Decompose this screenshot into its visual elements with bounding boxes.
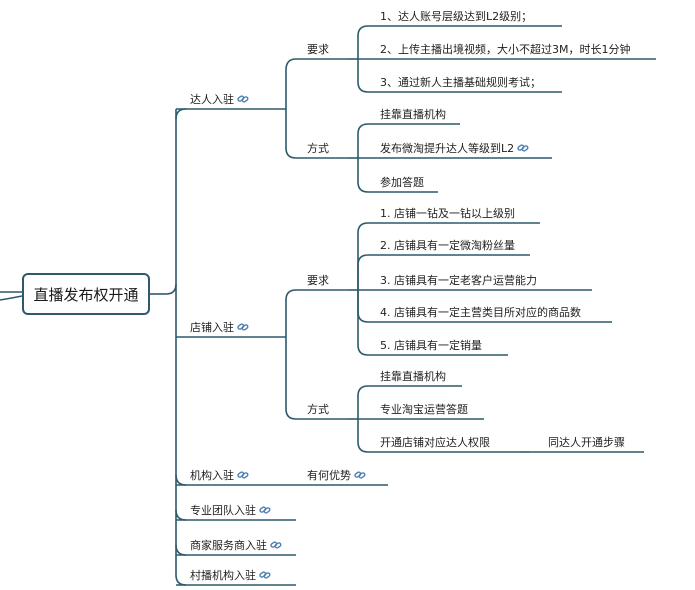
node-tuandui[interactable]: 专业团队入驻	[190, 504, 271, 518]
node-dianpu-fangshi[interactable]: 方式	[307, 403, 329, 416]
daren-req-3[interactable]: 3、通过新人主播基础规则考试；	[380, 76, 541, 89]
dianpu-req-4[interactable]: 4. 店铺具有一定主营类目所对应的商品数	[380, 306, 581, 319]
dianpu-way-2[interactable]: 专业淘宝运营答题	[380, 403, 468, 416]
link-icon[interactable]	[237, 470, 249, 480]
dianpu-req-1[interactable]: 1. 店铺一钻及一钻以上级别	[380, 207, 515, 220]
dianpu-way-1[interactable]: 挂靠直播机构	[380, 370, 446, 383]
dianpu-req-5[interactable]: 5. 店铺具有一定销量	[380, 339, 482, 352]
node-cunbo[interactable]: 村播机构入驻	[190, 569, 271, 583]
daren-way-1[interactable]: 挂靠直播机构	[380, 108, 446, 121]
daren-way-3[interactable]: 参加答题	[380, 176, 424, 189]
dianpu-req-2[interactable]: 2. 店铺具有一定微淘粉丝量	[380, 239, 515, 252]
link-icon[interactable]	[270, 540, 282, 550]
link-icon[interactable]	[237, 322, 249, 332]
root-node[interactable]: 直播发布权开通	[22, 273, 150, 315]
node-dianpu-yaoqiu[interactable]: 要求	[307, 274, 329, 287]
daren-way-2[interactable]: 发布微淘提升达人等级到L2	[380, 142, 529, 156]
node-daren-fangshi[interactable]: 方式	[307, 142, 329, 155]
link-icon[interactable]	[259, 570, 271, 580]
link-icon[interactable]	[354, 470, 366, 480]
daren-req-2[interactable]: 2、上传主播出境视频，大小不超过3M，时长1分钟	[380, 43, 631, 56]
link-icon[interactable]	[517, 143, 529, 153]
node-dianpu[interactable]: 店铺入驻	[190, 321, 249, 335]
node-daren[interactable]: 达人入驻	[190, 93, 249, 107]
dianpu-req-3[interactable]: 3. 店铺具有一定老客户运营能力	[380, 274, 537, 287]
node-daren-yaoqiu[interactable]: 要求	[307, 43, 329, 56]
node-shangjia[interactable]: 商家服务商入驻	[190, 539, 282, 553]
link-icon[interactable]	[237, 94, 249, 104]
node-jigou[interactable]: 机构入驻	[190, 469, 249, 483]
dianpu-way-3[interactable]: 开通店铺对应达人权限	[380, 436, 490, 449]
dianpu-way-3-child[interactable]: 同达人开通步骤	[548, 436, 625, 449]
daren-req-1[interactable]: 1、达人账号层级达到L2级别；	[380, 10, 533, 23]
link-icon[interactable]	[259, 505, 271, 515]
node-jigou-youshi[interactable]: 有何优势	[307, 469, 366, 483]
